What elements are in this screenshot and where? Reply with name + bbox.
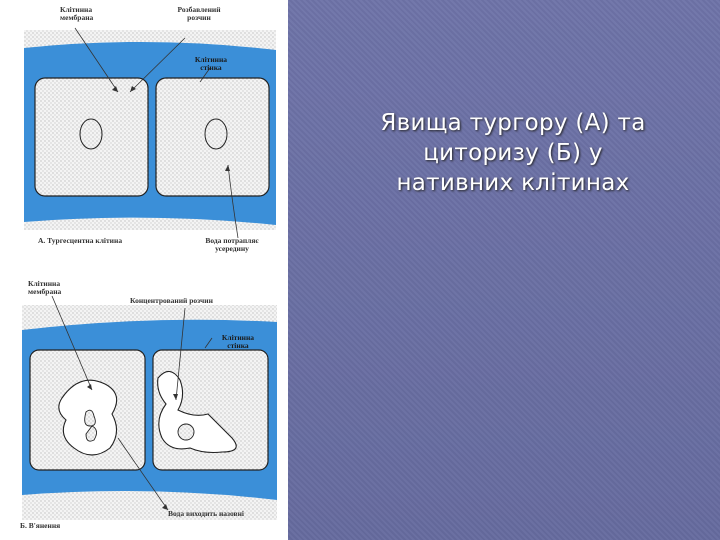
slide-title-line-3: нативних клітинах	[396, 170, 630, 196]
figure-b-concentrated-label: Концентрований розчин	[130, 296, 213, 305]
figure-b-solution-pointer	[175, 307, 186, 401]
figure-b-membrane-pointer	[51, 295, 93, 391]
figure-a-wall-label: Клітинна стінка	[194, 55, 228, 72]
figure-a-solution-pointer	[129, 37, 186, 93]
figure-b-right-nucleus	[177, 423, 195, 441]
figure-a-membrane-pointer	[74, 27, 119, 93]
figure-b-water-pointer	[117, 437, 169, 511]
slide-title-line-1: Явища тургору (А) та	[380, 110, 646, 136]
cell-diagram	[22, 27, 277, 520]
figure-b-right-protoplast	[157, 370, 237, 454]
figure-b-water-label: Вода виходить назовні	[167, 509, 245, 518]
figure-a-wall-pointer	[199, 67, 211, 83]
figure-a-left-nucleus	[79, 118, 103, 150]
figure-a-water-label: Вода потрапляє усередину	[205, 236, 259, 253]
figure-a-dilute-label: Розбавлений розчин	[177, 5, 221, 22]
figure-a-water-pointer	[227, 164, 239, 239]
figure-b-membrane-label: Клітинна мембрана	[28, 279, 62, 296]
figure-a-turgor	[24, 27, 276, 239]
figure-b-cytorrhysis	[22, 295, 277, 520]
figure-b-wall-label: Клітинна стінка	[221, 333, 255, 350]
slide-title-line-2: циторизу (Б) у	[423, 140, 603, 166]
figure-b-caption: Б. В'янення	[20, 521, 61, 530]
figure-a-membrane-label: Клітинна мембрана	[60, 5, 94, 22]
figure-a-right-nucleus	[204, 118, 228, 150]
slide-title-panel: Явища тургору (А) та циторизу (Б) у нати…	[288, 0, 720, 540]
diagram-panel: Клітинна мембрана Розбавлений розчин Клі…	[0, 0, 288, 540]
slide-title: Явища тургору (А) та циторизу (Б) у нати…	[343, 108, 683, 198]
figure-b-wall-pointer	[204, 337, 213, 349]
figure-b-left-nucleus	[84, 409, 97, 442]
figure-a-caption: А. Тургесцентна клітина	[38, 236, 123, 245]
